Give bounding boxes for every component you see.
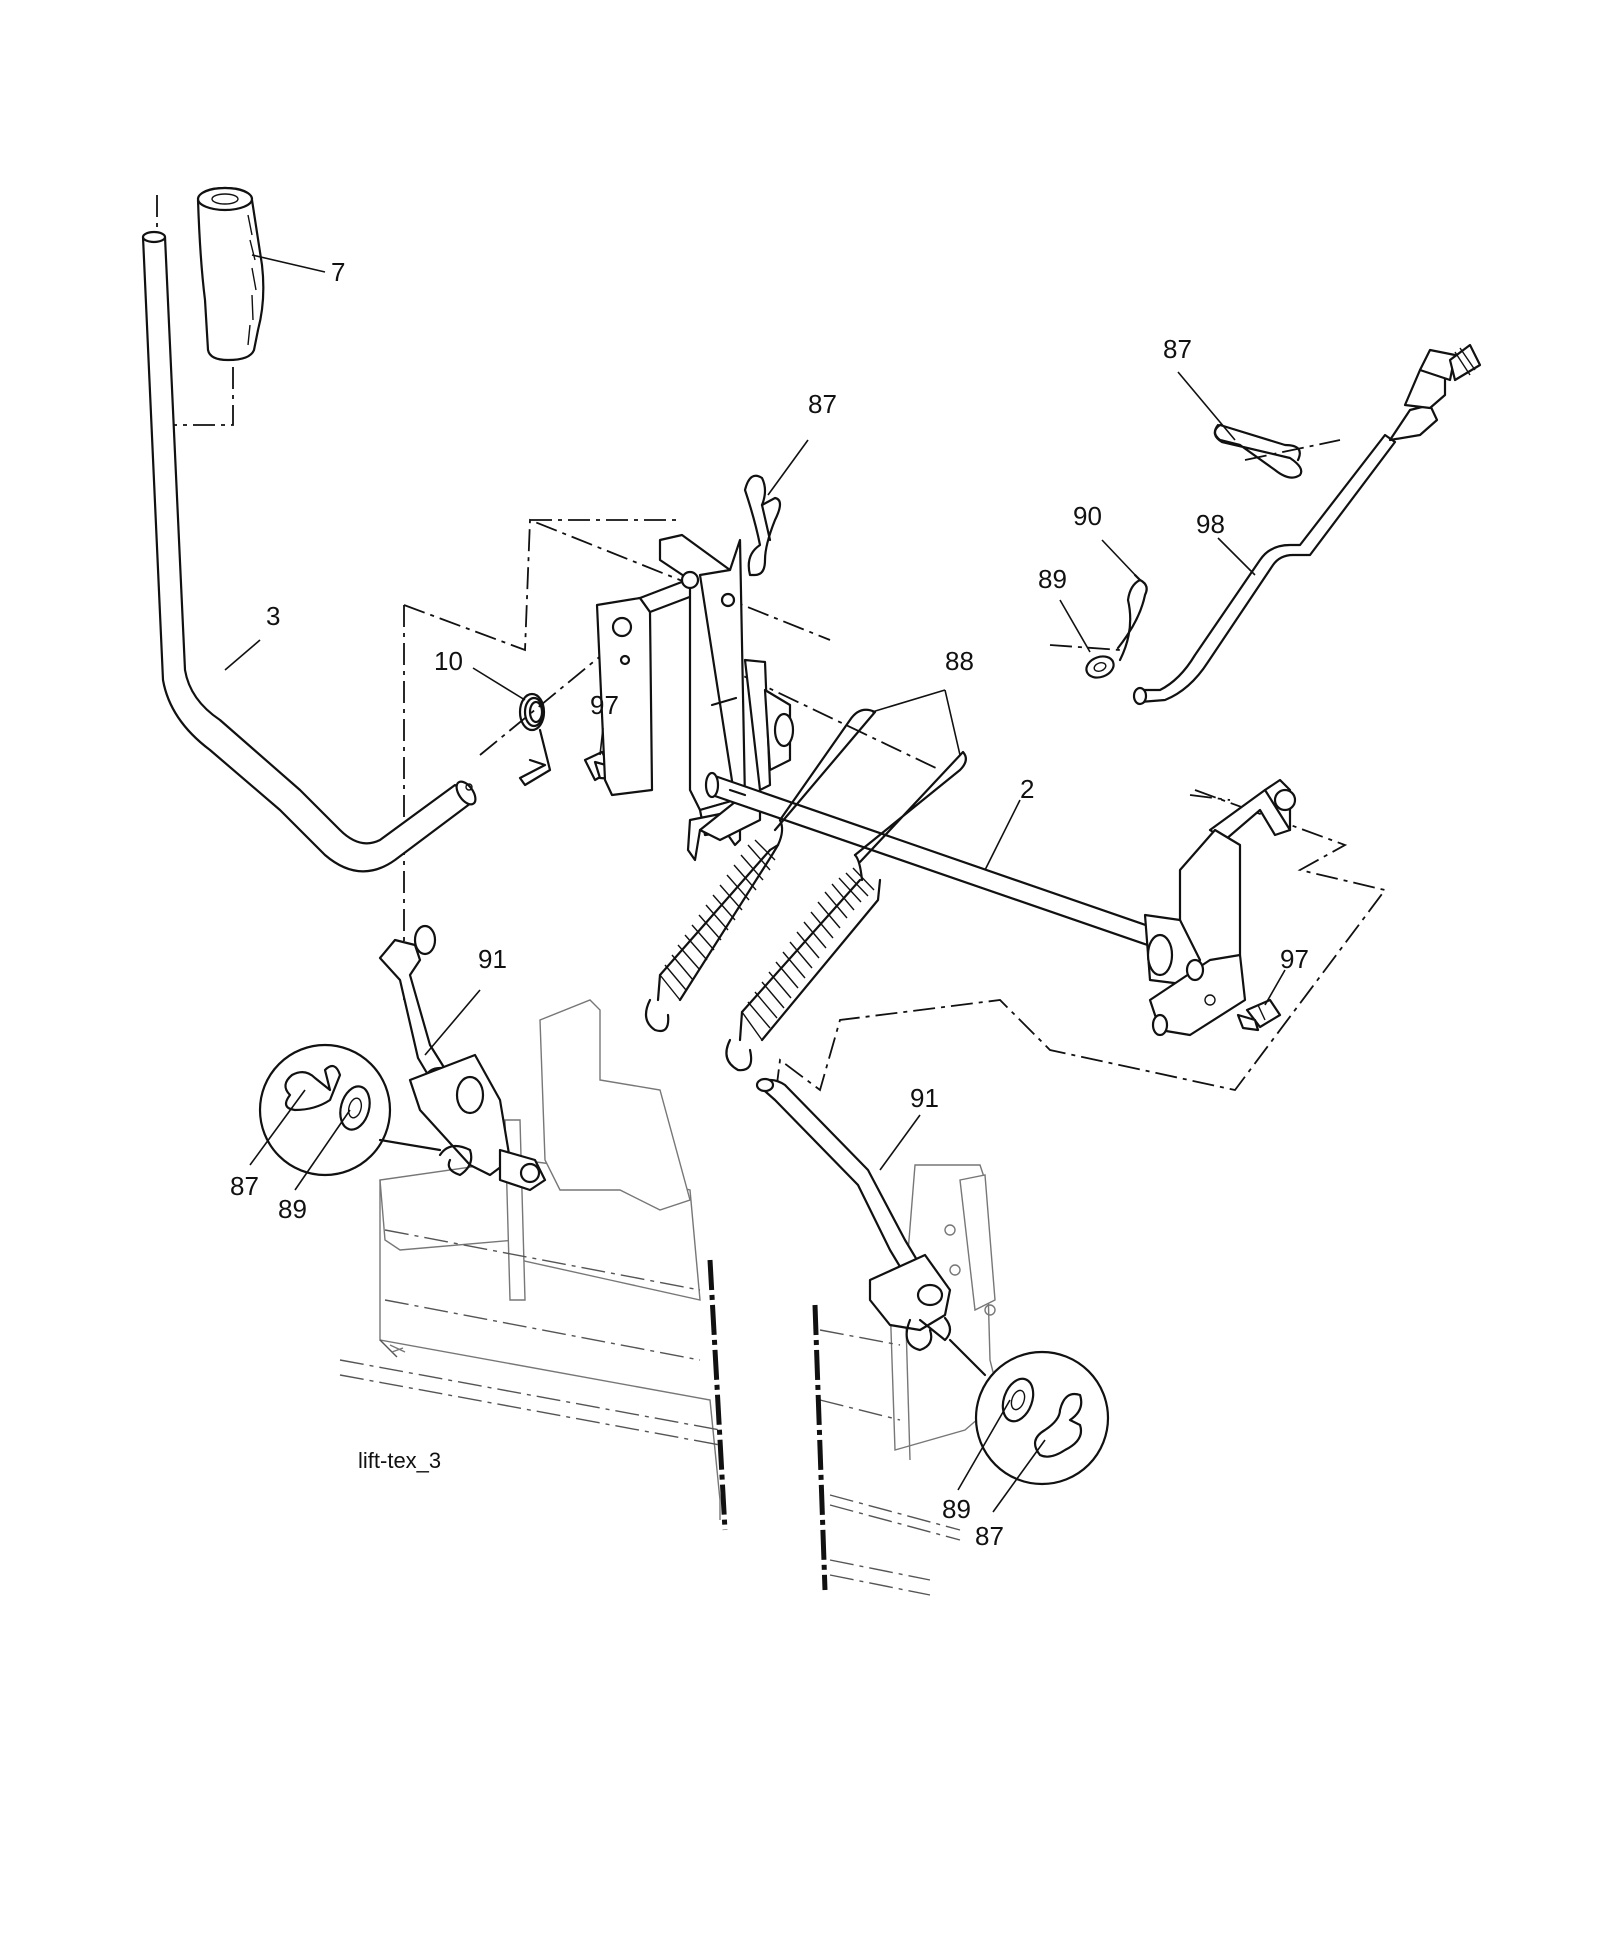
hairpin-clip-upper <box>743 474 782 577</box>
diagram-caption: lift-tex_3 <box>358 1448 441 1473</box>
spring-right <box>725 853 882 1072</box>
torsion-spring <box>518 692 552 787</box>
callout-87-right: 87 <box>975 1521 1004 1551</box>
callout-98: 98 <box>1196 509 1225 539</box>
lift-link-right <box>755 1077 952 1352</box>
callout-2: 2 <box>1020 774 1034 804</box>
leader-lines <box>224 254 1286 1513</box>
callout-7: 7 <box>331 257 345 287</box>
detail-circle-right <box>948 1338 1110 1486</box>
callout-91-left: 91 <box>478 944 507 974</box>
callout-labels: 7 3 10 97 87 88 2 87 90 98 89 97 91 87 8… <box>230 257 1309 1551</box>
hairpin-clip-top-right <box>1213 423 1303 479</box>
callout-10: 10 <box>434 646 463 676</box>
main-bracket <box>595 533 747 837</box>
callout-87-left: 87 <box>230 1171 259 1201</box>
callout-87-upper: 87 <box>808 389 837 419</box>
callout-87-top-right: 87 <box>1163 334 1192 364</box>
lift-link-left <box>378 924 547 1192</box>
assembly-guide-lines <box>156 195 1387 1101</box>
callout-97-upper: 97 <box>590 690 619 720</box>
link-rod <box>1132 343 1482 706</box>
detail-circle-left <box>258 1043 442 1177</box>
callout-90: 90 <box>1073 501 1102 531</box>
washer-and-cotter-upper-right <box>1085 573 1148 679</box>
callout-88: 88 <box>945 646 974 676</box>
right-lift-arm-bracket <box>1143 778 1297 1037</box>
handle-grip <box>196 186 265 362</box>
callout-3: 3 <box>266 601 280 631</box>
callout-89-upper: 89 <box>1038 564 1067 594</box>
callout-89-left: 89 <box>278 1194 307 1224</box>
lift-lever <box>141 230 477 873</box>
callout-91-right: 91 <box>910 1083 939 1113</box>
callout-97-right: 97 <box>1280 944 1309 974</box>
extension-springs <box>644 708 967 1072</box>
ghost-frame-right <box>812 1164 1001 1596</box>
flange-bolt-right <box>1236 998 1282 1032</box>
lift-shaft <box>704 771 1164 952</box>
callout-89-right: 89 <box>942 1494 971 1524</box>
